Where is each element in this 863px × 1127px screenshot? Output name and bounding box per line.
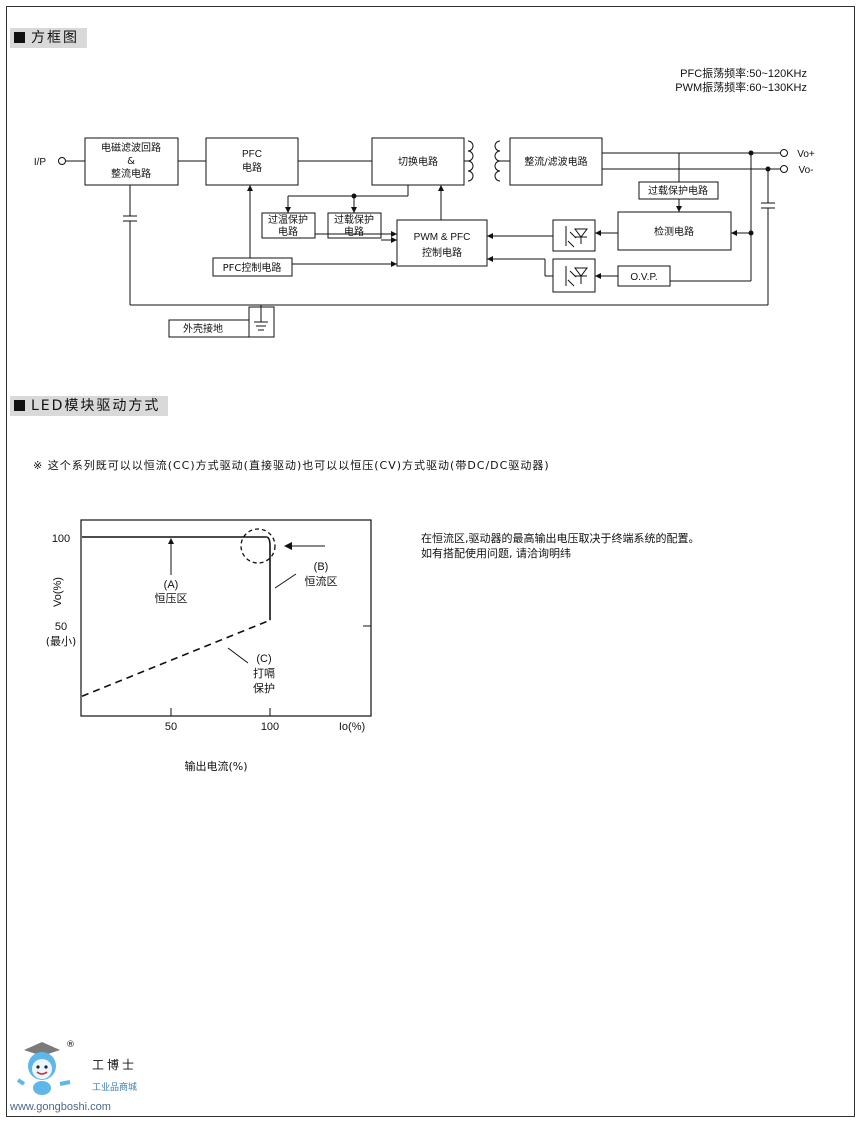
block-diagram: I/P 电磁滤波回路 & 整流电路 PFC 电路 切换电路 整流/滤波电路 Vo… bbox=[34, 137, 815, 338]
square-bullet-icon bbox=[14, 400, 25, 411]
pfc-frequency: PFC振荡频率:50~120KHz bbox=[680, 68, 807, 80]
x-tick-50: 50 bbox=[165, 721, 177, 733]
label-b-text: 恒流区 bbox=[305, 574, 338, 588]
label-a-text: 恒压区 bbox=[155, 592, 188, 605]
emi-filter-label-3: 整流电路 bbox=[111, 167, 151, 180]
pwm-pfc-label-2: 控制电路 bbox=[422, 246, 462, 259]
section-header-led: LED模块驱动方式 bbox=[10, 396, 169, 416]
olp-label-1: 过载保护 bbox=[334, 213, 374, 226]
label-c-code: (C) bbox=[256, 653, 271, 665]
overload-protection-label: 过载保护电路 bbox=[648, 184, 708, 197]
detect-label: 检测电路 bbox=[654, 225, 694, 238]
pfc-label-2: 电路 bbox=[242, 161, 262, 174]
y-tick-100: 100 bbox=[52, 533, 70, 545]
y-axis-label: Vo(%) bbox=[52, 577, 64, 607]
output-positive-label: Vo+ bbox=[797, 149, 815, 160]
x-axis-unit: Io(%) bbox=[339, 721, 365, 733]
label-c-text-2: 保护 bbox=[253, 681, 275, 695]
rectifier-label: 整流/滤波电路 bbox=[524, 155, 587, 168]
ovp-label: O.V.P. bbox=[630, 272, 657, 283]
y-tick-sub: (最小) bbox=[46, 635, 77, 648]
pwm-frequency: PWM振荡频率:60~130KHz bbox=[675, 82, 807, 94]
pfc-label-1: PFC bbox=[242, 149, 262, 160]
section-title: 方框图 bbox=[31, 30, 79, 46]
annotation-line-2: 如有搭配使用问题, 请洽询明纬 bbox=[421, 546, 571, 560]
otp-label-1: 过温保护 bbox=[268, 213, 308, 226]
section-header-block-diagram: 方框图 bbox=[10, 28, 87, 48]
label-b-code: (B) bbox=[314, 561, 329, 573]
frequency-spec: PFC振荡频率:50~120KHz PWM振荡频率:60~130KHz bbox=[675, 67, 807, 95]
logo-subtitle: 工业品商城 bbox=[92, 1083, 138, 1093]
annotation-line-1: 在恒流区,驱动器的最高输出电压取决于终端系统的配置。 bbox=[421, 531, 700, 545]
gongboshi-logo: ® 工博士 工业品商城 bbox=[14, 1040, 164, 1115]
emi-filter-label-2: & bbox=[127, 156, 135, 167]
registered-mark: ® bbox=[66, 1040, 75, 1050]
logo-url: www.gongboshi.com bbox=[10, 1101, 111, 1113]
series-corner bbox=[266, 536, 271, 546]
otp-label-2: 电路 bbox=[278, 225, 298, 238]
highlight-circle bbox=[240, 528, 276, 564]
fg-label: 外壳接地 bbox=[183, 322, 223, 335]
label-c-text-1: 打嗝 bbox=[253, 666, 275, 680]
x-tick-100: 100 bbox=[261, 721, 279, 733]
series-layer bbox=[81, 536, 271, 698]
input-label: I/P bbox=[34, 157, 47, 168]
olp-label-2: 电路 bbox=[344, 225, 364, 238]
y-tick-50: 50 bbox=[55, 621, 67, 633]
page-frame bbox=[6, 6, 855, 1117]
logo-name: 工博士 bbox=[92, 1058, 138, 1072]
section-title: LED模块驱动方式 bbox=[31, 398, 161, 414]
drive-mode-note: ※ 这个系列既可以以恒流(CC)方式驱动(直接驱动)也可以以恒压(CV)方式驱动… bbox=[33, 459, 550, 472]
emi-filter-label-1: 电磁滤波回路 bbox=[101, 141, 161, 154]
mascot-icon bbox=[16, 1042, 71, 1095]
switching-label: 切换电路 bbox=[398, 155, 438, 168]
pwm-pfc-label-1: PWM & PFC bbox=[414, 232, 471, 243]
pfc-control-label: PFC控制电路 bbox=[223, 261, 282, 274]
x-axis-label: 输出电流(%) bbox=[184, 759, 247, 773]
label-a-code: (A) bbox=[164, 579, 179, 591]
series-line-2 bbox=[81, 619, 271, 698]
square-bullet-icon bbox=[14, 32, 25, 43]
output-negative-label: Vo- bbox=[798, 165, 813, 176]
led-chart: 100 50 (最小) 50 100 Io(%) 输出电流(%) Vo(%) (… bbox=[46, 519, 700, 773]
